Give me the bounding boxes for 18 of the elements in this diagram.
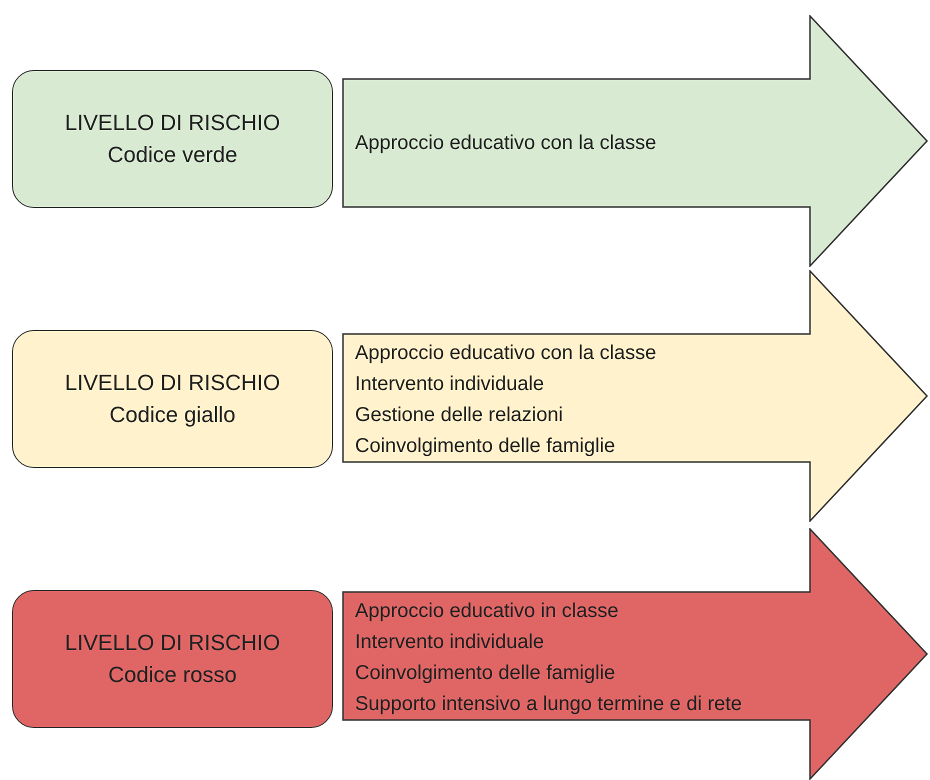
risk-level-box (12, 330, 333, 468)
risk-code-label: Codice rosso (108, 661, 237, 689)
risk-code-label: Codice verde (108, 141, 238, 169)
risk-level-box (12, 70, 333, 208)
measure-text: Intervento individuale (355, 630, 544, 655)
measure-text: Supporto intensivo a lungo termine e di rete (355, 692, 742, 717)
measure-text: Approccio educativo con la classe (355, 130, 656, 156)
risk-level-heading: LIVELLO DI RISCHIO (64, 369, 280, 397)
risk-level-box (12, 590, 333, 728)
measure-text: Coinvolgimento delle famiglie (355, 661, 616, 686)
measure-text: Coinvolgimento delle famiglie (355, 434, 616, 459)
measure-text: Approccio educativo in classe (355, 599, 618, 624)
risk-level-heading: LIVELLO DI RISCHIO (64, 629, 280, 657)
measure-text: Gestione delle relazioni (355, 403, 563, 428)
risk-level-heading: LIVELLO DI RISCHIO (64, 109, 280, 137)
measure-text: Approccio educativo con la classe (355, 341, 656, 366)
risk-code-label: Codice giallo (110, 401, 236, 429)
measure-text: Intervento individuale (355, 372, 544, 397)
